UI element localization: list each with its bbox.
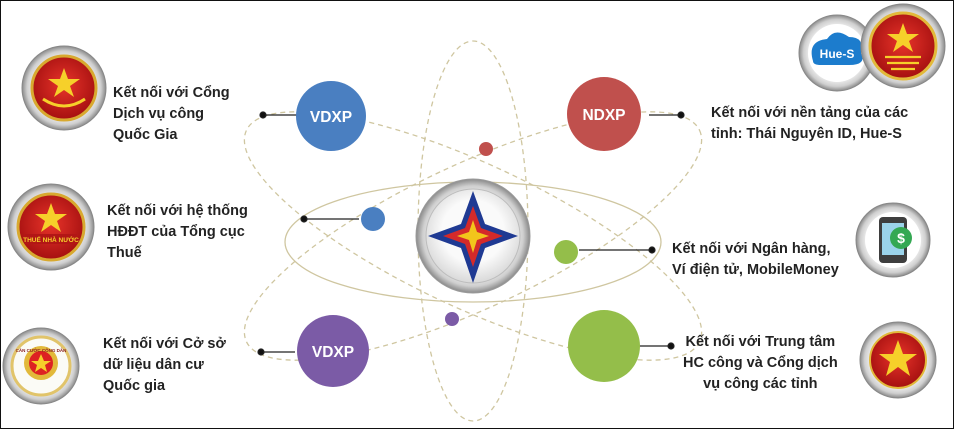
hue-s-logo: Hue-S bbox=[798, 14, 876, 92]
tax-badge-text: THUẾ NHÀ NƯỚC bbox=[23, 234, 79, 244]
orbit-diagonal-a bbox=[243, 111, 703, 361]
label-ngan-hang: Kết nối với Ngân hàng, Ví điện tử, Mobil… bbox=[672, 241, 839, 278]
yellow-star-icon bbox=[48, 68, 80, 97]
citizen-id-logo: CĂN CƯỚC CÔNG DÂN bbox=[2, 327, 80, 405]
tax-emblem-logo: THUẾ NHÀ NƯỚC bbox=[7, 183, 95, 271]
orbit-dot-purple bbox=[445, 312, 459, 326]
national-emblem-logo bbox=[21, 45, 107, 131]
label-trung-tam-hc-cong: Kết nối với Trung tâm HC công và Cổng dị… bbox=[683, 334, 838, 392]
service-center-logo bbox=[859, 321, 937, 399]
thai-nguyen-emblem-logo bbox=[860, 3, 946, 89]
node-ndxp: NDXP bbox=[567, 77, 641, 151]
label-nen-tang-tinh: Kết nối với nền tảng của các tỉnh: Thái … bbox=[711, 105, 909, 142]
label-co-so-du-lieu-dan-cu: Kết nối với Cở sở dữ liệu dân cư Quốc gi… bbox=[103, 336, 226, 394]
node-vdxp-top: VDXP bbox=[296, 81, 366, 151]
orbit-dot-red bbox=[479, 142, 493, 156]
node-green-large bbox=[568, 310, 640, 382]
node-vdxp-bottom: VDXP bbox=[297, 315, 369, 387]
label-tong-cuc-thue: Kết nối với hệ thống HĐĐT của Tổng cục T… bbox=[107, 203, 248, 261]
node-vdxp-top-label: VDXP bbox=[310, 109, 352, 126]
citizen-id-badge-text: CĂN CƯỚC CÔNG DÂN bbox=[16, 346, 67, 353]
label-cong-dich-vu-cong: Kết nối với Cổng Dịch vụ công Quốc Gia bbox=[113, 85, 230, 143]
node-ndxp-label: NDXP bbox=[582, 107, 625, 124]
orbit-diagonal-b bbox=[243, 111, 703, 361]
orbit-dot-green bbox=[554, 240, 578, 264]
connector-lines bbox=[257, 111, 685, 356]
node-vdxp-bottom-label: VDXP bbox=[312, 344, 354, 361]
hue-s-logo-text: Hue-S bbox=[820, 47, 855, 61]
center-star-emblem bbox=[415, 178, 531, 294]
dollar-icon: $ bbox=[897, 230, 905, 246]
mobile-money-logo: $ bbox=[855, 202, 931, 278]
orbit-dot-blue bbox=[361, 207, 385, 231]
